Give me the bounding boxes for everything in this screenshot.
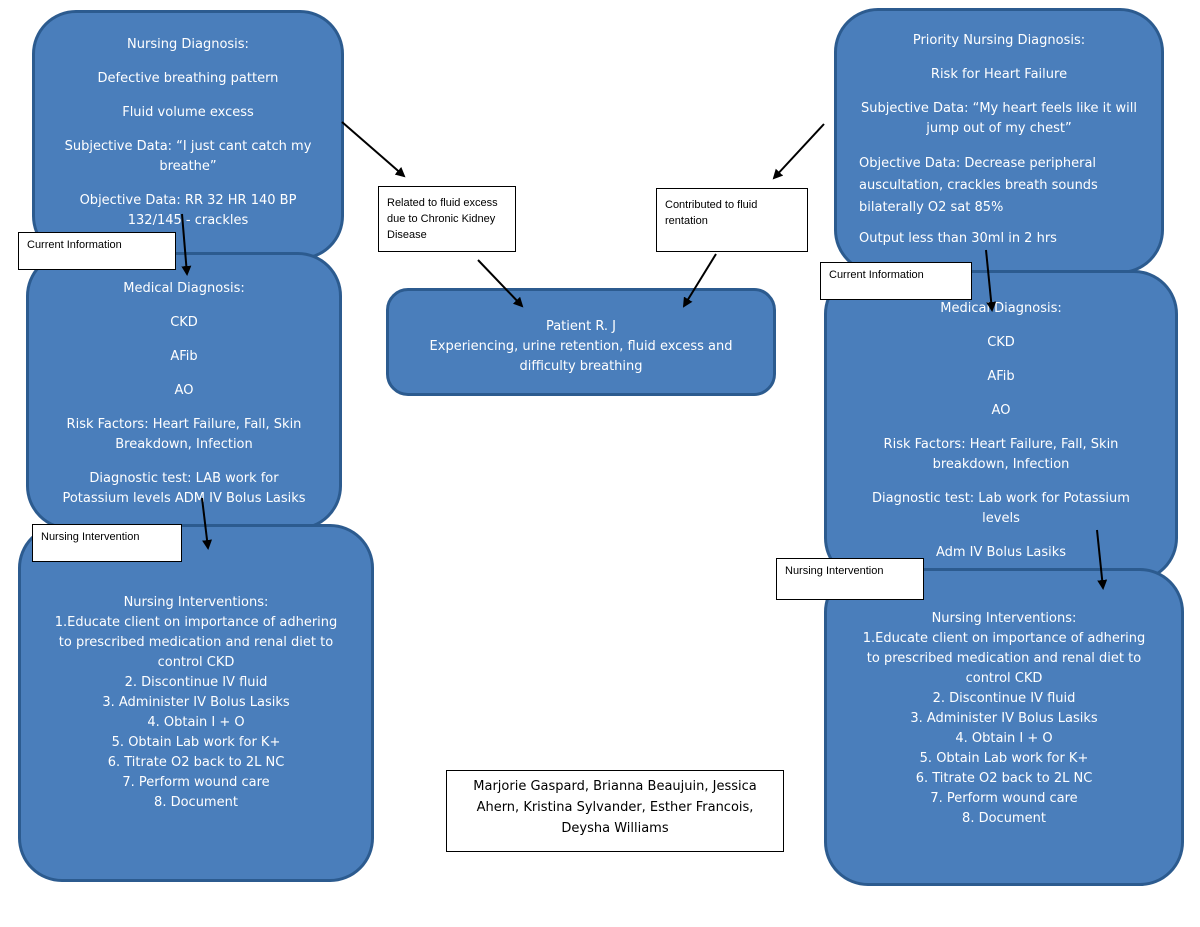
left-intervention-item: 3. Administer IV Bolus Lasiks bbox=[102, 695, 290, 710]
right-intervention-item: 7. Perform wound care bbox=[930, 791, 1078, 806]
left-medical-diagnosis-title: Medical Diagnosis: bbox=[123, 281, 245, 296]
left-intervention-item: 8. Document bbox=[154, 795, 238, 810]
left-intervention-item: 6. Titrate O2 back to 2L NC bbox=[107, 755, 285, 770]
right-interventions-box: Nursing Interventions: 1.Educate client … bbox=[824, 568, 1184, 886]
right-diagnostic-test: Diagnostic test: Lab work for Potassium … bbox=[872, 491, 1130, 526]
right-intervention-label: Nursing Intervention bbox=[776, 558, 924, 600]
patient-box: Patient R. J Experiencing, urine retenti… bbox=[386, 288, 776, 396]
contributed-to-label: Contributed to fluid rentation bbox=[656, 188, 808, 252]
patient-name: Patient R. J bbox=[545, 319, 617, 334]
right-adm-lasiks: Adm IV Bolus Lasiks bbox=[935, 545, 1067, 560]
right-subjective-data: Subjective Data: “My heart feels like it… bbox=[861, 101, 1137, 136]
left-intervention-label: Nursing Intervention bbox=[32, 524, 182, 562]
right-output-data: Output less than 30ml in 2 hrs bbox=[859, 231, 1057, 246]
left-intervention-item: 7. Perform wound care bbox=[122, 775, 270, 790]
right-intervention-item: 3. Administer IV Bolus Lasiks bbox=[910, 711, 1098, 726]
arrow-right-diagnosis-to-contributed bbox=[772, 123, 825, 180]
right-intervention-item: 4. Obtain I + O bbox=[955, 731, 1053, 746]
left-current-info-label: Current Information bbox=[18, 232, 176, 270]
arrow-left-diagnosis-to-related bbox=[341, 121, 406, 178]
right-intervention-item: 5. Obtain Lab work for K+ bbox=[919, 751, 1089, 766]
left-interventions-title: Nursing Interventions: bbox=[123, 595, 269, 610]
left-risk-factors: Risk Factors: Heart Failure, Fall, Skin … bbox=[66, 417, 302, 452]
left-interventions-box: Nursing Interventions: 1.Educate client … bbox=[18, 524, 374, 882]
left-intervention-item: 2. Discontinue IV fluid bbox=[124, 675, 268, 690]
right-current-info-label: Current Information bbox=[820, 262, 972, 300]
right-medical-diagnosis-box: Medical Diagnosis: CKD AFib AO Risk Fact… bbox=[824, 270, 1178, 582]
left-intervention-item: 1.Educate client on importance of adheri… bbox=[54, 615, 338, 670]
right-interventions-title: Nursing Interventions: bbox=[931, 611, 1077, 626]
right-intervention-item: 1.Educate client on importance of adheri… bbox=[862, 631, 1146, 686]
right-medical-item-2: AFib bbox=[987, 369, 1015, 384]
left-intervention-item: 4. Obtain I + O bbox=[147, 715, 245, 730]
right-medical-item-1: CKD bbox=[987, 335, 1015, 350]
left-nursing-diagnosis-title: Nursing Diagnosis: bbox=[127, 37, 249, 52]
right-intervention-item: 2. Discontinue IV fluid bbox=[932, 691, 1076, 706]
left-objective-data: Objective Data: RR 32 HR 140 BP 132/145 … bbox=[79, 193, 297, 228]
left-diagnosis-item-1: Defective breathing pattern bbox=[97, 71, 279, 86]
left-medical-diagnosis-box: Medical Diagnosis: CKD AFib AO Risk Fact… bbox=[26, 252, 342, 530]
right-risk-factors: Risk Factors: Heart Failure, Fall, Skin … bbox=[883, 437, 1119, 472]
right-medical-diagnosis-title: Medical Diagnosis: bbox=[940, 301, 1062, 316]
left-intervention-item: 5. Obtain Lab work for K+ bbox=[111, 735, 281, 750]
credits-box: Marjorie Gaspard, Brianna Beaujuin, Jess… bbox=[446, 770, 784, 852]
left-interventions-list: Nursing Interventions: 1.Educate client … bbox=[49, 593, 343, 813]
right-intervention-item: 8. Document bbox=[962, 811, 1046, 826]
left-medical-item-1: CKD bbox=[170, 315, 198, 330]
left-diagnosis-item-2: Fluid volume excess bbox=[122, 105, 254, 120]
right-objective-data: Objective Data: Decrease peripheral ausc… bbox=[859, 156, 1098, 215]
right-medical-item-3: AO bbox=[991, 403, 1011, 418]
right-interventions-list: Nursing Interventions: 1.Educate client … bbox=[855, 609, 1153, 829]
left-nursing-diagnosis-box: Nursing Diagnosis: Defective breathing p… bbox=[32, 10, 344, 260]
left-medical-item-2: AFib bbox=[170, 349, 198, 364]
right-priority-item-1: Risk for Heart Failure bbox=[930, 67, 1068, 82]
right-intervention-item: 6. Titrate O2 back to 2L NC bbox=[915, 771, 1093, 786]
right-priority-title: Priority Nursing Diagnosis: bbox=[912, 33, 1086, 48]
related-to-label: Related to fluid excess due to Chronic K… bbox=[378, 186, 516, 252]
left-medical-item-3: AO bbox=[174, 383, 194, 398]
left-subjective-data: Subjective Data: “I just cant catch my b… bbox=[64, 139, 312, 174]
right-priority-diagnosis-box: Priority Nursing Diagnosis: Risk for Hea… bbox=[834, 8, 1164, 274]
left-diagnostic-test: Diagnostic test: LAB work for Potassium … bbox=[62, 471, 306, 506]
patient-description: Experiencing, urine retention, fluid exc… bbox=[429, 339, 733, 374]
